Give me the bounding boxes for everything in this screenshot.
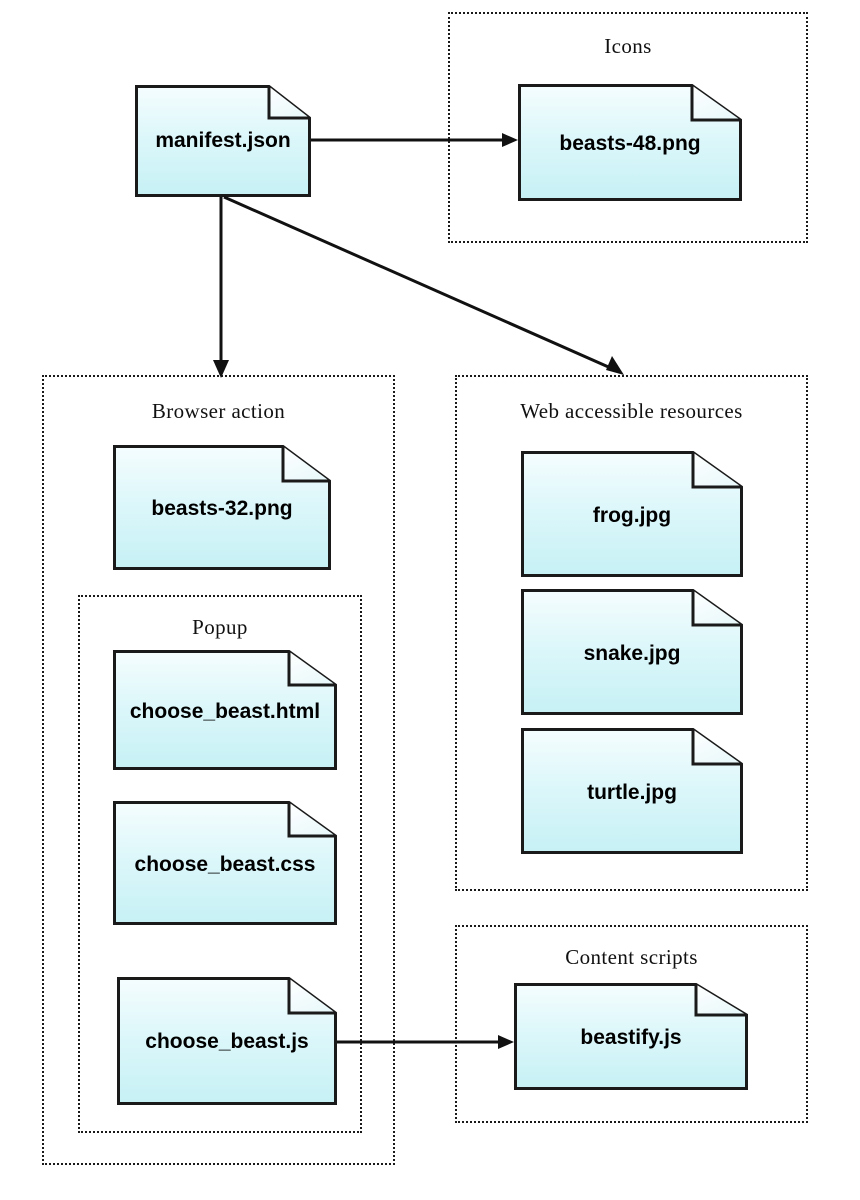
group-box-content-scripts: Content scripts bbox=[455, 925, 808, 1123]
file-node-choose-beast-css[interactable]: choose_beast.css bbox=[113, 801, 337, 925]
group-title-content-scripts: Content scripts bbox=[565, 945, 698, 969]
file-node-turtle-jpg[interactable]: turtle.jpg bbox=[521, 728, 743, 854]
group-title-icons: Icons bbox=[604, 34, 652, 58]
file-node-frog-jpg[interactable]: frog.jpg bbox=[521, 451, 743, 577]
file-node-snake-jpg[interactable]: snake.jpg bbox=[521, 589, 743, 715]
group-title-browser-action: Browser action bbox=[151, 399, 286, 423]
file-node-manifest-json[interactable]: manifest.json bbox=[135, 85, 311, 197]
file-node-beasts-48-png[interactable]: beasts-48.png bbox=[518, 84, 742, 201]
file-node-choose-beast-html[interactable]: choose_beast.html bbox=[113, 650, 337, 770]
group-title-popup: Popup bbox=[192, 615, 248, 639]
file-node-beastify-js[interactable]: beastify.js bbox=[514, 983, 748, 1090]
group-box-web-accessible-resources: Web accessible resources bbox=[455, 375, 808, 891]
file-node-beasts-32-png[interactable]: beasts-32.png bbox=[113, 445, 331, 570]
group-box-popup: Popup bbox=[78, 595, 362, 1133]
group-title-web-accessible-resources: Web accessible resources bbox=[520, 399, 743, 423]
edge-manifest-to-browser-action-icon bbox=[213, 197, 229, 378]
group-box-icons: Icons bbox=[448, 12, 808, 243]
file-node-choose-beast-js[interactable]: choose_beast.js bbox=[117, 977, 337, 1105]
